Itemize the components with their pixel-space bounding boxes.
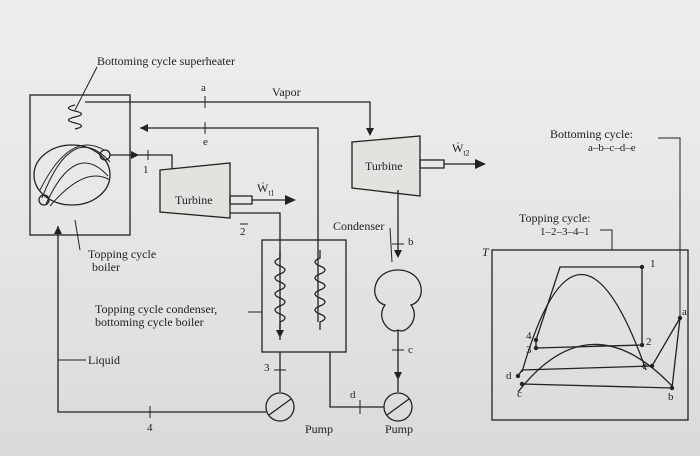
return-line-e: [140, 127, 319, 322]
bottoming-cycle-states: a–b–c–d–e: [588, 142, 636, 154]
line-b-arrow: [394, 250, 402, 258]
ts-label-2: 2: [646, 336, 652, 348]
line-1-arrow: [131, 151, 139, 159]
state-2-label: 2: [240, 226, 246, 238]
ts-axis-T-label: T: [482, 245, 489, 259]
ts-point-2: [639, 342, 645, 348]
state-4-label: 4: [147, 422, 153, 434]
turbine-1-shaft: [229, 195, 253, 205]
condenser-leader: [389, 227, 393, 263]
line-d: [329, 352, 384, 408]
work-1-label: Ẇt1: [257, 181, 275, 198]
ts-point-e: [649, 363, 655, 369]
ts-label-1: 1: [650, 258, 656, 270]
ts-label-4: 4: [526, 330, 532, 342]
ts-label-b: b: [668, 391, 674, 403]
topping-dome: [521, 273, 647, 373]
superheater-leader: [74, 66, 98, 111]
ts-label-c: c: [517, 388, 522, 400]
vapor-arrow: [366, 128, 374, 136]
work-2-arrowhead: [475, 159, 486, 169]
superheater-label: Bottoming cycle superheater: [97, 54, 235, 68]
ts-diagram: [491, 137, 689, 421]
ts-point-d: [515, 373, 521, 379]
hx-coil-right: [314, 250, 326, 330]
topping-turbine-label: Turbine: [175, 193, 213, 207]
work-1-arrowhead: [285, 195, 296, 205]
pump-1: [265, 392, 295, 422]
state-1-label: 1: [143, 164, 149, 176]
state-3-label: 3: [264, 362, 270, 374]
ts-point-1: [639, 264, 645, 270]
topping-turbine: [159, 162, 231, 219]
work-1-subscript: t1: [268, 188, 275, 198]
vapor-label: Vapor: [272, 85, 301, 99]
vapor-line-a: [85, 101, 371, 134]
hx-coil-left: [274, 250, 286, 330]
ts-point-b: [669, 385, 675, 391]
ts-label-3: 3: [526, 344, 532, 356]
bottoming-turbine-label: Turbine: [365, 159, 403, 173]
turbine-2-shaft: [419, 159, 445, 169]
topping-legend-leader: [600, 229, 613, 250]
line-3-arrow: [276, 330, 284, 338]
superheater-coil: [67, 104, 83, 130]
topping-cycle-states: 1–2–3–4–1: [540, 226, 590, 238]
pump-1-label: Pump: [305, 422, 334, 436]
state-e-label: e: [203, 136, 208, 148]
work-1-symbol: Ẇ: [257, 181, 269, 195]
work-2-symbol: Ẇ: [452, 141, 464, 155]
state-a-label: a: [201, 82, 206, 94]
state-d-label: d: [350, 389, 356, 401]
bottoming-cycle-path: [517, 317, 681, 389]
ts-point-c: [519, 381, 525, 387]
boiler-drum: [33, 144, 111, 207]
pump-2-label: Pump: [385, 422, 414, 436]
bottoming-cycle-title: Bottoming cycle:: [550, 127, 633, 141]
topping-cycle-title: Topping cycle:: [519, 211, 591, 225]
topping-boiler-leader: [74, 219, 81, 251]
work-2-subscript: t2: [463, 148, 470, 158]
ts-label-d: d: [506, 370, 512, 382]
bottoming-legend-leader: [658, 137, 681, 320]
return-arrow: [140, 124, 148, 132]
bottoming-turbine: [351, 135, 421, 197]
condenser-label: Condenser: [333, 219, 385, 233]
topping-boiler-label-line2: boiler: [92, 260, 120, 274]
ts-point-3: [533, 345, 539, 351]
heat-exchanger-box: [261, 239, 347, 353]
work-2-label: Ẇt2: [452, 141, 470, 158]
ts-point-4: [533, 337, 539, 343]
hx-label-line1: Topping cycle condenser,: [95, 302, 218, 316]
state-c-label: c: [408, 344, 413, 356]
topping-cycle-boiler-box: [29, 94, 131, 236]
state-b-label: b: [408, 236, 414, 248]
line-c-arrow: [394, 372, 402, 380]
line-4-arrow: [54, 226, 62, 234]
line-4-liquid: [57, 226, 266, 413]
topping-cycle-path: [535, 266, 643, 349]
ts-label-a: a: [682, 306, 687, 318]
line-1-to-turbine: [110, 154, 173, 170]
liquid-label: Liquid: [88, 353, 120, 367]
hx-label-line2: bottoming cycle boiler: [95, 315, 204, 329]
topping-boiler-label-line1: Topping cycle: [88, 247, 157, 261]
pump-2: [383, 392, 413, 422]
condenser: [374, 269, 422, 332]
line-2: [230, 212, 281, 340]
ts-label-e: e: [642, 360, 647, 372]
